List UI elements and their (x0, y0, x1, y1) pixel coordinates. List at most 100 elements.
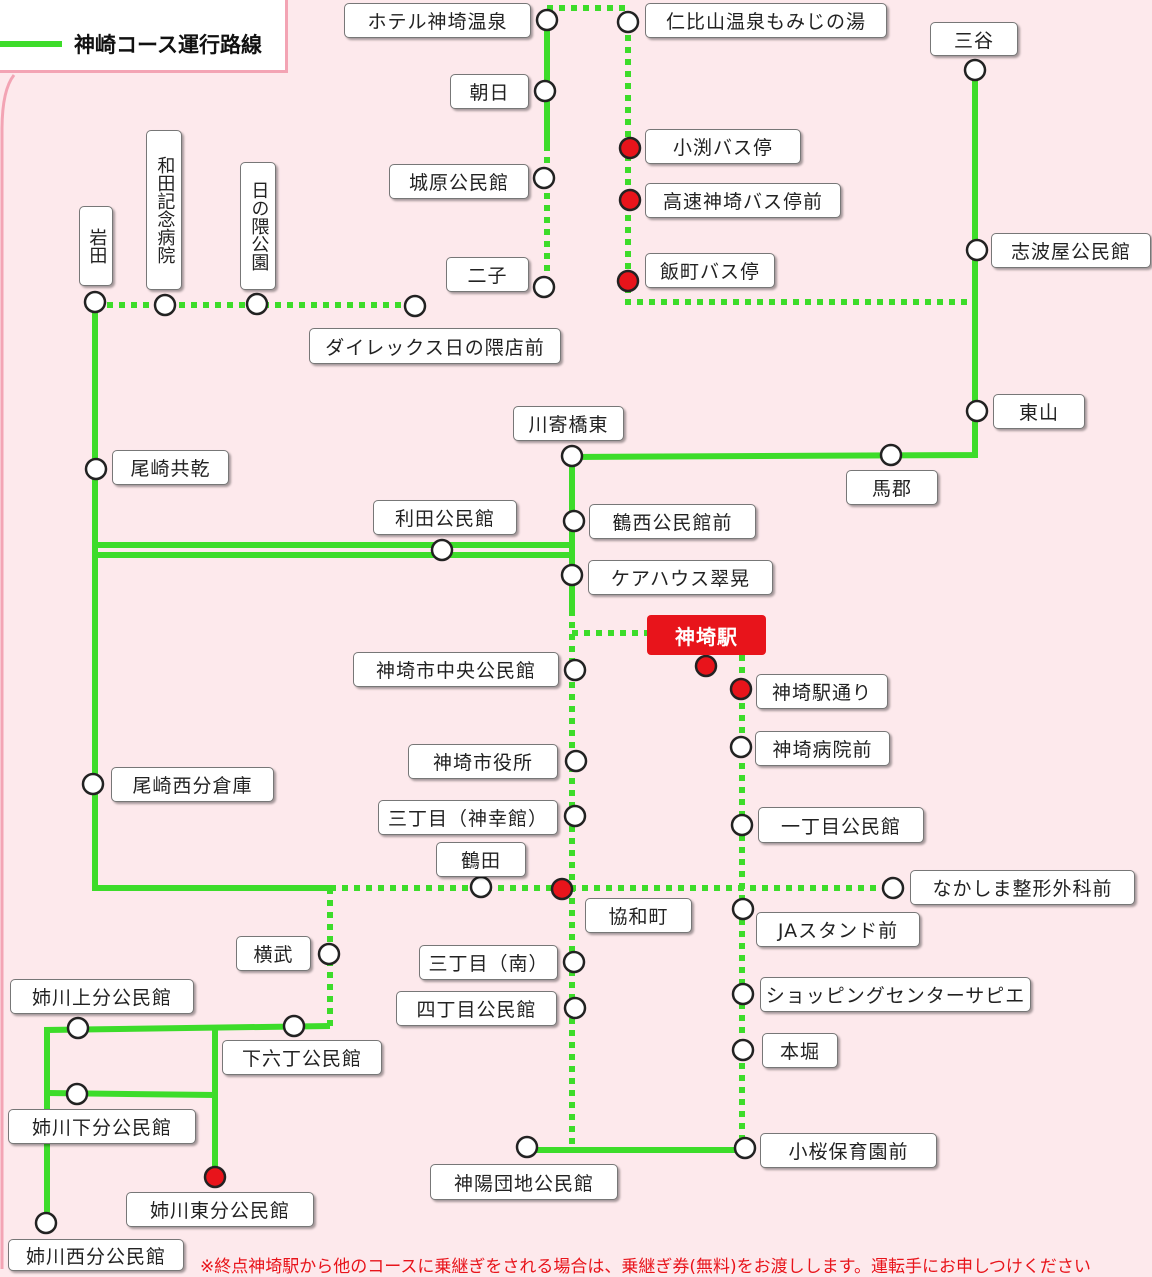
stop-label: 姉川東分公民館 (126, 1192, 314, 1227)
stop-marker (564, 749, 588, 773)
stop-marker (66, 1016, 90, 1040)
stop-marker (729, 735, 753, 759)
stop-label: 三丁目（神幸館） (378, 800, 558, 835)
stop-label: 尾崎西分倉庫 (111, 767, 274, 802)
stop-marker (731, 1038, 755, 1062)
stop-label: ケアハウス翠晃 (588, 560, 773, 595)
stop-label: 三谷 (930, 22, 1018, 56)
stop-marker (535, 8, 559, 32)
stop-label: 姉川上分公民館 (10, 979, 194, 1014)
stop-marker (34, 1211, 58, 1235)
stop-marker (731, 897, 755, 921)
stop-markers (34, 8, 989, 1235)
transfer-note: ※終点神埼駅から他のコースに乗継ぎをされる場合は、乗継ぎ券(無料)をお渡しします… (200, 1257, 1091, 1277)
stop-marker (317, 942, 341, 966)
transfer-stop-marker (618, 136, 642, 160)
transfer-stop-marker (618, 188, 642, 212)
stop-marker (515, 1135, 539, 1159)
stop-marker (881, 876, 905, 900)
stop-label: 志波屋公民館 (991, 233, 1151, 268)
transfer-stop-marker (616, 269, 640, 293)
stop-marker (730, 813, 754, 837)
stop-marker (562, 950, 586, 974)
stop-marker (616, 10, 640, 34)
stop-label: 馬郡 (846, 470, 938, 505)
stop-marker (153, 293, 177, 317)
route-lines (44, 10, 978, 1220)
transfer-stop-marker (550, 877, 574, 901)
transfer-stop-marker (203, 1165, 227, 1189)
stop-label-vertical: 岩田 (79, 206, 113, 286)
stop-label: 川寄橋東 (513, 406, 624, 441)
stop-label: 神埼病院前 (755, 731, 890, 766)
stop-marker (563, 996, 587, 1020)
station-label-kanzaki: 神埼駅 (647, 615, 766, 655)
stop-marker (430, 538, 454, 562)
stop-marker (965, 399, 989, 423)
stop-label: ダイレックス日の隈店前 (309, 328, 561, 364)
transfer-stop-marker (694, 654, 718, 678)
stop-label: 飯町バス停 (645, 253, 775, 288)
stop-label: 鶴田 (436, 842, 526, 877)
stop-marker (532, 166, 556, 190)
stop-marker (560, 444, 584, 468)
stop-label: ショッピングセンターサピエ (760, 977, 1031, 1012)
stop-label: 姉川下分公民館 (8, 1109, 196, 1144)
stop-label-vertical: 日の隈公園 (240, 162, 276, 290)
stop-marker (532, 275, 556, 299)
stop-marker (84, 457, 108, 481)
stop-marker (245, 292, 269, 316)
legend: 神崎コース運行路線 (0, 0, 288, 73)
stop-label: 神埼市中央公民館 (353, 652, 559, 687)
stop-label: 神陽団地公民館 (430, 1164, 618, 1200)
stop-label: 下六丁公民館 (222, 1040, 382, 1075)
stop-label: 本堀 (762, 1033, 838, 1068)
transfer-stop-marker (729, 677, 753, 701)
stop-label: なかしま整形外科前 (910, 870, 1135, 905)
stop-marker (560, 563, 584, 587)
stop-marker (563, 658, 587, 682)
stop-label: 小桜保育園前 (760, 1133, 937, 1168)
stop-label: 横武 (236, 936, 311, 971)
stop-label: 神埼駅通り (756, 674, 888, 709)
stop-marker (65, 1082, 89, 1106)
stop-marker (282, 1014, 306, 1038)
stop-label: 城原公民館 (389, 164, 529, 199)
stop-marker (533, 79, 557, 103)
stop-label: JAスタンド前 (756, 912, 920, 947)
solid-segment (92, 305, 330, 891)
stop-label-vertical: 和田記念病院 (146, 130, 182, 290)
stop-label: 四丁目公民館 (396, 991, 557, 1026)
stop-label: 神埼市役所 (408, 744, 558, 779)
stop-label: 協和町 (585, 898, 692, 933)
stop-marker (733, 1136, 757, 1160)
solid-segment (569, 70, 978, 610)
legend-label: 神崎コース運行路線 (74, 33, 262, 57)
legend-route-line (0, 41, 62, 47)
stop-marker (731, 982, 755, 1006)
stop-label: 小渕バス停 (645, 129, 801, 164)
stop-marker (562, 509, 586, 533)
stop-label: 仁比山温泉もみじの湯 (645, 3, 887, 38)
stop-label: 利田公民館 (373, 500, 517, 535)
stop-marker (963, 58, 987, 82)
stop-label: 鶴西公民館前 (589, 504, 756, 539)
stop-marker (83, 290, 107, 314)
stop-label: 尾崎共乾 (112, 450, 229, 485)
solid-segment (44, 1023, 331, 1220)
stop-label: 姉川西分公民館 (8, 1239, 184, 1271)
stop-label: 朝日 (450, 74, 529, 109)
stop-marker (403, 294, 427, 318)
stop-label: 一丁目公民館 (758, 807, 924, 843)
stop-marker (469, 875, 493, 899)
stop-label: 高速神埼バス停前 (645, 183, 841, 218)
stop-label: 東山 (993, 394, 1085, 429)
stop-label: ホテル神埼温泉 (344, 3, 531, 38)
stop-marker (563, 804, 587, 828)
stop-marker (81, 772, 105, 796)
stop-label: 二子 (446, 257, 529, 292)
stop-marker (965, 238, 989, 262)
stop-marker (879, 443, 903, 467)
stop-label: 三丁目（南） (419, 945, 558, 980)
